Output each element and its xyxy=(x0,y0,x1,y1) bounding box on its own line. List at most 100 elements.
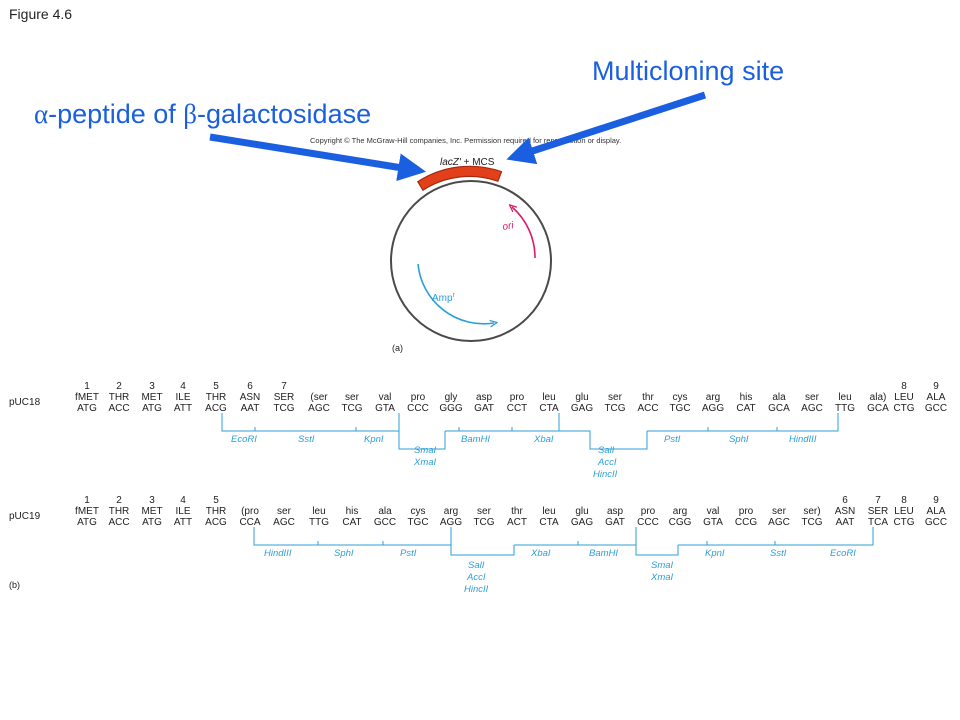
puc19-label: pUC19 xyxy=(9,511,41,522)
codon: CTA xyxy=(539,517,559,528)
ampr-arrow xyxy=(417,263,494,324)
amino-acid: SER xyxy=(868,506,889,517)
amino-acid: THR xyxy=(109,506,130,517)
codon: ATG xyxy=(77,403,97,414)
codon: CTA xyxy=(539,403,559,414)
codon: TCG xyxy=(473,517,494,528)
amino-acid: ALA xyxy=(927,392,946,403)
codon: TGC xyxy=(669,403,690,414)
amino-acid: ILE xyxy=(175,506,190,517)
amino-acid: fMET xyxy=(75,506,99,517)
amino-acid: (ser xyxy=(310,392,328,403)
beta-symbol: β xyxy=(183,99,197,129)
restriction-site-label: KpnI xyxy=(364,434,384,445)
restriction-site-label: BamHI xyxy=(589,548,618,559)
codon-number: 5 xyxy=(213,381,219,392)
amino-acid: val xyxy=(707,506,720,517)
restriction-site-label: XmaI xyxy=(413,457,437,468)
codon: AGG xyxy=(702,403,724,414)
codon: ACT xyxy=(507,517,527,528)
codon: GCC xyxy=(925,517,947,528)
restriction-site-label: HincII xyxy=(464,584,489,595)
codon: GAT xyxy=(605,517,625,528)
codon: AAT xyxy=(836,517,855,528)
amino-acid: pro xyxy=(641,506,656,517)
restriction-site-label: XbaI xyxy=(530,548,551,559)
puc19-restriction-sites: HindIII SphI PstI SalI AccI HincII XbaI … xyxy=(253,527,874,595)
amino-acid: ala xyxy=(772,392,786,403)
codon: TCA xyxy=(868,517,888,528)
amino-acid: glu xyxy=(575,506,588,517)
amino-acid: arg xyxy=(444,506,458,517)
codon-number: 2 xyxy=(116,495,122,506)
codon: ATT xyxy=(174,517,192,528)
restriction-site-label: SphI xyxy=(334,548,354,559)
restriction-site-label: KpnI xyxy=(705,548,725,559)
codon: GAG xyxy=(571,517,593,528)
panel-b-label: (b) xyxy=(9,580,20,590)
amino-acid: ala xyxy=(378,506,392,517)
restriction-site-label: XbaI xyxy=(533,434,554,445)
codon-number: 8 xyxy=(901,381,907,392)
amino-acid: (pro xyxy=(241,506,259,517)
amino-acid: asp xyxy=(607,506,624,517)
codon: TCG xyxy=(801,517,822,528)
amino-acid: glu xyxy=(575,392,588,403)
codon: ATG xyxy=(77,517,97,528)
amino-acid: SER xyxy=(274,392,295,403)
codon-number: 6 xyxy=(247,381,253,392)
amino-acid: arg xyxy=(706,392,720,403)
codon: GCA xyxy=(867,403,889,414)
codon: ATG xyxy=(142,517,162,528)
galactosidase-text: -galactosidase xyxy=(197,99,371,129)
amino-acid: ser xyxy=(608,392,623,403)
codon-number: 6 xyxy=(842,495,848,506)
amino-acid: thr xyxy=(511,506,523,517)
codon: ACG xyxy=(205,517,227,528)
codon: CCG xyxy=(735,517,757,528)
amino-acid: ASN xyxy=(835,506,856,517)
amino-acid: ASN xyxy=(240,392,261,403)
codon: ATT xyxy=(174,403,192,414)
codon: GAG xyxy=(571,403,593,414)
codon: ACC xyxy=(108,403,129,414)
amino-acid: LEU xyxy=(894,506,913,517)
amino-acid: cys xyxy=(673,392,688,403)
codon: ATG xyxy=(142,403,162,414)
amino-acid: leu xyxy=(312,506,325,517)
restriction-site-label: SphI xyxy=(729,434,749,445)
codon-number: 8 xyxy=(901,495,907,506)
codon: ACG xyxy=(205,403,227,414)
amp-text: Amp xyxy=(432,293,453,304)
amino-acid: asp xyxy=(476,392,493,403)
alpha-peptide-callout: α-peptide of β-galactosidase xyxy=(34,99,371,129)
restriction-site-label: AccI xyxy=(597,457,617,468)
amino-acid: THR xyxy=(206,506,227,517)
puc18-site-brackets xyxy=(221,413,839,450)
restriction-site-label: XmaI xyxy=(650,572,674,583)
amp-superscript: r xyxy=(453,292,456,299)
amino-acid: ser xyxy=(772,506,787,517)
amino-acid: arg xyxy=(673,506,687,517)
amino-acid: pro xyxy=(411,392,426,403)
codon-number: 4 xyxy=(180,381,186,392)
amino-acid: MET xyxy=(141,392,162,403)
codon: CAT xyxy=(736,403,755,414)
codon: GTA xyxy=(375,403,395,414)
codon: CTG xyxy=(893,517,914,528)
ori-arrow xyxy=(512,207,536,259)
codon: GCA xyxy=(768,403,790,414)
restriction-site-label: EcoRI xyxy=(231,434,257,445)
amino-acid: leu xyxy=(542,506,555,517)
codon-number: 7 xyxy=(281,381,287,392)
ampr-label: Ampr xyxy=(432,292,456,304)
lacz-gene-label: lacZ' xyxy=(440,157,462,168)
amino-acid: leu xyxy=(838,392,851,403)
alpha-peptide-text: -peptide of xyxy=(48,99,183,129)
amino-acid: THR xyxy=(206,392,227,403)
codon: AGC xyxy=(308,403,330,414)
codon: CCT xyxy=(507,403,528,414)
amino-acid: MET xyxy=(141,506,162,517)
codon-number: 4 xyxy=(180,495,186,506)
